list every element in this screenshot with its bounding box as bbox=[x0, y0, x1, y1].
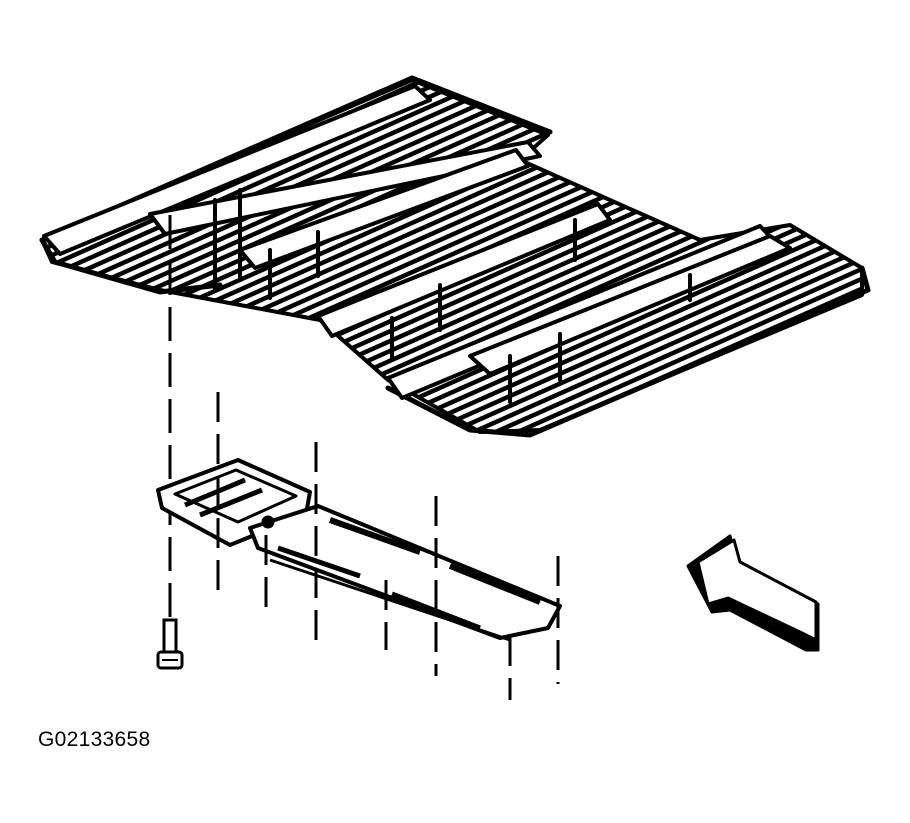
figure-id-label: G02133658 bbox=[38, 728, 151, 751]
cross-member-2 bbox=[148, 140, 542, 236]
cross-member-6 bbox=[468, 234, 792, 376]
cross-member-3 bbox=[238, 148, 530, 270]
bolt-assembly bbox=[156, 215, 184, 670]
view-direction-arrow bbox=[686, 534, 820, 652]
bolt bbox=[156, 618, 184, 670]
support-legs bbox=[213, 188, 692, 404]
alignment-lines bbox=[216, 392, 560, 700]
cross-member-4 bbox=[316, 202, 612, 338]
floor-pan bbox=[39, 75, 871, 438]
reinforcement-plate-large bbox=[248, 504, 562, 642]
cross-member-1 bbox=[42, 84, 432, 256]
floor-pan-rear-edge bbox=[385, 265, 871, 438]
floor-pan-front-edge bbox=[39, 237, 223, 295]
